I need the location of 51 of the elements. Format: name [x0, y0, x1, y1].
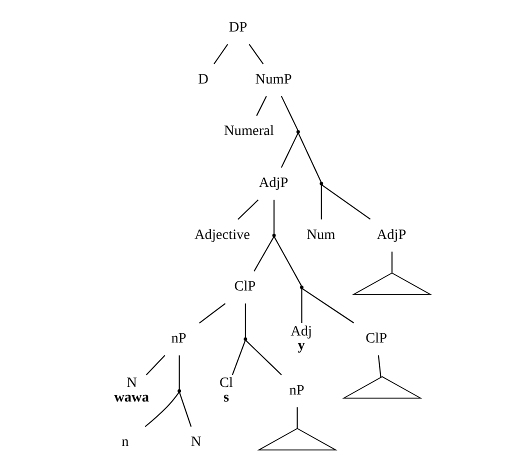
connector	[179, 392, 192, 427]
connector	[378, 355, 382, 378]
connector	[248, 44, 264, 64]
node-text: N	[190, 434, 202, 450]
connector	[244, 304, 246, 338]
node-triangle	[342, 376, 422, 399]
node-point	[272, 234, 276, 238]
node-point	[320, 182, 324, 186]
connector	[232, 340, 246, 376]
connector	[280, 96, 298, 131]
node-point	[244, 337, 248, 341]
connector	[144, 392, 180, 428]
connector	[296, 407, 298, 428]
connector	[256, 96, 267, 116]
node-text: NumP	[255, 71, 292, 88]
node-text: Num	[306, 226, 336, 243]
node-text: AdjP	[258, 175, 288, 192]
node-point	[300, 286, 304, 290]
connector	[146, 354, 166, 376]
connector	[238, 199, 259, 220]
node-text: n	[122, 434, 129, 450]
connector	[246, 340, 282, 376]
node-text: AdjP	[376, 226, 406, 243]
node-text: nP	[171, 330, 186, 347]
connector	[391, 252, 393, 273]
node-text: ClP	[234, 278, 256, 295]
node-triangle	[257, 428, 338, 450]
connector	[214, 44, 228, 64]
node-text: Adj y	[290, 323, 312, 354]
node-point	[178, 389, 182, 393]
connector	[274, 236, 302, 286]
node-point	[296, 130, 300, 134]
connector	[254, 236, 274, 272]
node-text: Cl s	[220, 375, 234, 406]
connector	[178, 355, 180, 390]
connector	[302, 288, 354, 324]
node-text: D	[198, 71, 208, 88]
connector	[274, 200, 275, 234]
connector	[320, 185, 322, 220]
node-text: Adjective	[194, 226, 250, 243]
node-triangle	[352, 272, 432, 295]
node-text: N wawa	[114, 375, 150, 406]
connector	[301, 288, 302, 324]
node-text: DP	[228, 20, 248, 36]
node-text: nP	[289, 382, 304, 398]
connector	[280, 133, 298, 168]
connector	[322, 184, 371, 220]
connector	[298, 133, 322, 183]
connector	[199, 303, 226, 324]
node-text: ClP	[366, 330, 388, 347]
node-text: Numeral	[224, 123, 274, 140]
